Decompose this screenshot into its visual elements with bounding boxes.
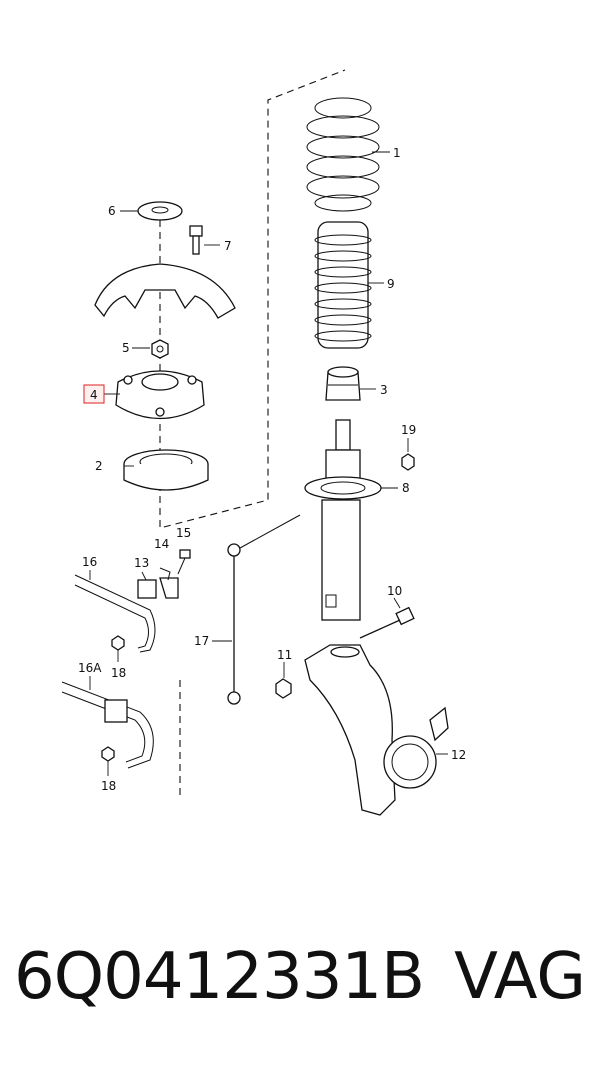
protective-bellows	[314, 221, 372, 349]
callout-16a: 16A	[78, 661, 102, 675]
brand-label: VAG	[454, 940, 586, 1014]
dust-cap	[137, 201, 183, 221]
nut-18a	[111, 635, 125, 651]
callout-18-lower: 18	[101, 779, 116, 793]
bolt-10	[359, 606, 415, 639]
nut-19	[401, 453, 415, 471]
callout-5: 5	[122, 341, 130, 355]
strut-bearing	[123, 449, 209, 491]
callout-14: 14	[154, 537, 169, 551]
callout-15: 15	[176, 526, 191, 540]
rubber-bushing	[137, 577, 179, 599]
product-footer: 6Q0412331B VAG	[0, 940, 600, 1040]
bolt-15	[177, 549, 191, 575]
callout-12: 12	[451, 748, 466, 762]
nut-11	[275, 678, 292, 699]
suspension-exploded-diagram: 1 6 7 9 5 3 4 19 2 8 15 14 16 13 10 17 1…	[61, 69, 466, 816]
highlight-box	[83, 384, 105, 404]
nut-18b	[101, 746, 115, 762]
leader-lines	[89, 151, 448, 776]
callout-8: 8	[402, 481, 410, 495]
shock-absorber-strut	[304, 419, 382, 621]
callout-1: 1	[393, 146, 401, 160]
callout-3: 3	[380, 383, 388, 397]
coupling-rod	[227, 514, 301, 705]
callout-7: 7	[224, 239, 232, 253]
callout-4: 4	[90, 388, 98, 402]
callout-19: 19	[401, 423, 416, 437]
bolt-7	[189, 225, 203, 255]
callout-17: 17	[194, 634, 209, 648]
callout-18-upper: 18	[111, 666, 126, 680]
cover-plate	[94, 263, 236, 319]
callout-13: 13	[134, 556, 149, 570]
stabilizer-bar	[74, 574, 156, 653]
strut-mount	[115, 370, 205, 420]
nut-5	[151, 339, 169, 359]
bump-stop	[325, 366, 361, 401]
stabilizer-bar-16a	[61, 681, 154, 769]
assembly-guide-lines	[159, 69, 346, 800]
callout-labels: 1 6 7 9 5 3 4 19 2 8 15 14 16 13 10 17 1…	[78, 146, 466, 793]
callout-10: 10	[387, 584, 402, 598]
callout-2: 2	[95, 459, 103, 473]
callout-9: 9	[387, 277, 395, 291]
wheel-bearing-housing	[304, 644, 449, 816]
bracket-14	[159, 567, 171, 581]
callout-6: 6	[108, 204, 116, 218]
part-number: 6Q0412331B	[14, 940, 425, 1014]
callout-11: 11	[277, 648, 292, 662]
callout-16: 16	[82, 555, 97, 569]
coil-spring	[306, 97, 380, 212]
